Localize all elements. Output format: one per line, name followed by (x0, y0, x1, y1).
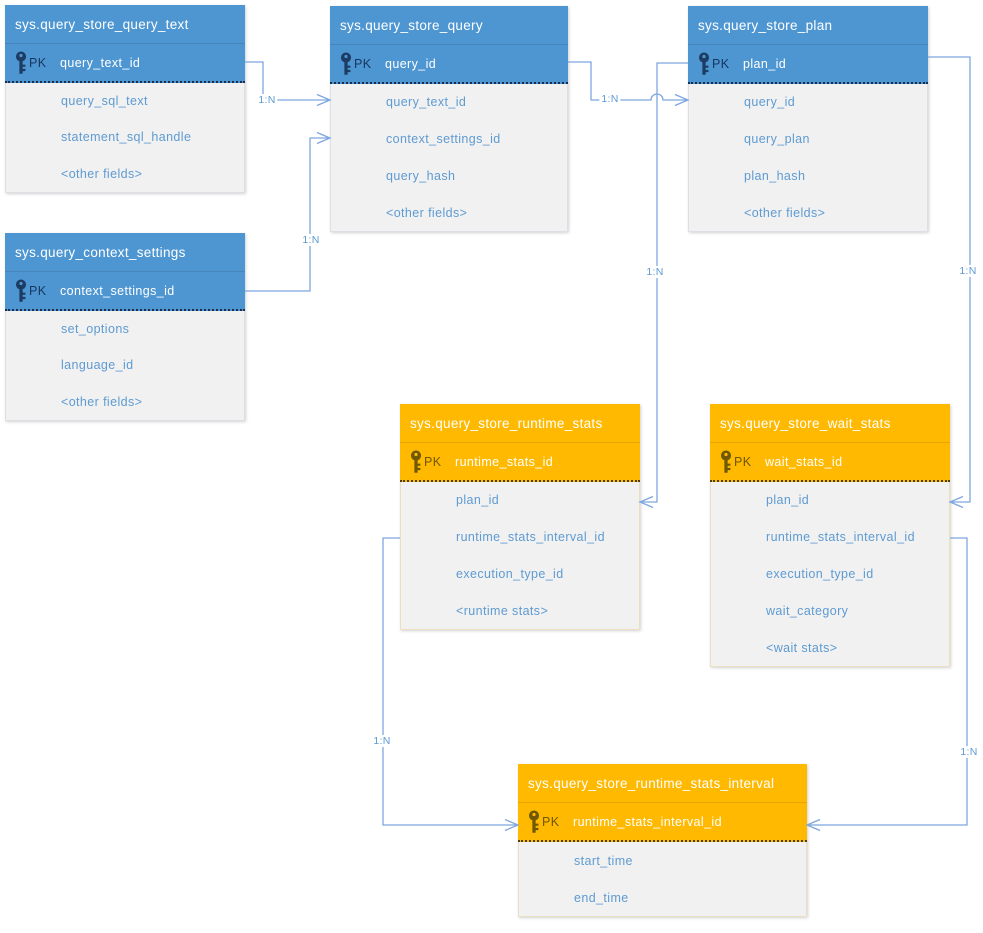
table-fields: query_text_id context_settings_id query_… (330, 84, 568, 232)
pk-label: PK (734, 454, 752, 469)
pk-row: PK query_id (330, 45, 568, 84)
pk-field-name: query_id (385, 56, 437, 71)
relationship-label: 1:N (957, 265, 979, 277)
pk-field-name: context_settings_id (60, 283, 175, 298)
field-row: plan_id (456, 493, 500, 508)
pk-field-name: plan_id (743, 56, 787, 71)
table-sys-query-store-wait-stats[interactable]: sys.query_store_wait_stats PK wait_stats… (710, 404, 950, 667)
field-row: runtime_stats_interval_id (766, 530, 915, 545)
table-title: sys.query_store_runtime_stats_interval (518, 764, 807, 803)
field-row: query_plan (744, 132, 810, 147)
connector-plan-to-runtime-stats (638, 62, 688, 509)
table-fields: set_options language_id <other fields> (5, 311, 245, 421)
field-row: wait_category (766, 603, 849, 618)
field-row: query_id (744, 95, 796, 110)
table-fields: plan_id runtime_stats_interval_id execut… (710, 482, 950, 667)
pk-row: PK wait_stats_id (710, 443, 950, 482)
table-title: sys.query_store_runtime_stats (400, 404, 640, 443)
relationship-label: 1:N (599, 93, 621, 105)
table-fields: query_sql_text statement_sql_handle <oth… (5, 83, 245, 193)
field-row: language_id (61, 358, 134, 373)
field-row: execution_type_id (456, 566, 564, 581)
field-row: query_hash (386, 168, 456, 183)
field-row: context_settings_id (386, 132, 501, 147)
key-icon (720, 449, 732, 473)
key-icon (410, 449, 422, 473)
pk-row: PK runtime_stats_id (400, 443, 640, 482)
table-title: sys.query_context_settings (5, 233, 245, 272)
field-row: <other fields> (744, 205, 826, 220)
table-title: sys.query_store_wait_stats (710, 404, 950, 443)
field-row: <other fields> (61, 166, 143, 181)
relationship-label: 1:N (300, 234, 322, 246)
table-sys-query-store-query-text[interactable]: sys.query_store_query_text PK query_text… (5, 5, 245, 193)
relationship-label: 1:N (644, 266, 666, 278)
table-title: sys.query_store_plan (688, 6, 928, 45)
field-row: <other fields> (61, 394, 143, 409)
relationship-label: 1:N (958, 746, 980, 758)
key-icon (698, 51, 710, 75)
pk-label: PK (542, 814, 560, 829)
field-row: execution_type_id (766, 566, 874, 581)
table-sys-query-store-runtime-stats-interval[interactable]: sys.query_store_runtime_stats_interval P… (518, 764, 807, 917)
field-row: statement_sql_handle (61, 130, 192, 145)
table-sys-query-store-plan[interactable]: sys.query_store_plan PK plan_id query_id… (688, 6, 928, 232)
connector-context-settings-to-query (245, 131, 332, 292)
field-row: plan_id (766, 493, 810, 508)
field-row: <other fields> (386, 205, 468, 220)
pk-field-name: query_text_id (60, 55, 141, 70)
field-row: query_sql_text (61, 94, 148, 109)
pk-row: PK query_text_id (5, 44, 245, 83)
pk-field-name: wait_stats_id (765, 454, 843, 469)
field-row: plan_hash (744, 168, 806, 183)
pk-row: PK runtime_stats_interval_id (518, 803, 807, 842)
relationship-label: 1:N (371, 735, 393, 747)
pk-label: PK (29, 283, 47, 298)
field-row: query_text_id (386, 95, 467, 110)
key-icon (340, 51, 352, 75)
pk-field-name: runtime_stats_interval_id (573, 814, 722, 829)
field-row: <runtime stats> (456, 603, 549, 618)
pk-row: PK context_settings_id (5, 272, 245, 311)
table-sys-query-store-query[interactable]: sys.query_store_query PK query_id query_… (330, 6, 568, 232)
pk-label: PK (354, 56, 372, 71)
field-row: end_time (574, 890, 629, 905)
table-sys-query-context-settings[interactable]: sys.query_context_settings PK context_se… (5, 233, 245, 421)
key-icon (528, 809, 540, 833)
field-row: start_time (574, 853, 633, 868)
pk-label: PK (424, 454, 442, 469)
relationship-label: 1:N (256, 94, 278, 106)
pk-label: PK (712, 56, 730, 71)
key-icon (15, 278, 27, 302)
table-fields: plan_id runtime_stats_interval_id execut… (400, 482, 640, 630)
table-fields: query_id query_plan plan_hash <other fie… (688, 84, 928, 232)
pk-row: PK plan_id (688, 45, 928, 84)
table-title: sys.query_store_query (330, 6, 568, 45)
pk-label: PK (29, 55, 47, 70)
table-title: sys.query_store_query_text (5, 5, 245, 44)
field-row: <wait stats> (766, 640, 838, 655)
field-row: runtime_stats_interval_id (456, 530, 605, 545)
key-icon (15, 50, 27, 74)
pk-field-name: runtime_stats_id (455, 454, 554, 469)
table-sys-query-store-runtime-stats[interactable]: sys.query_store_runtime_stats PK runtime… (400, 404, 640, 630)
connector-query-to-plan (568, 61, 690, 107)
field-row: set_options (61, 322, 130, 337)
table-fields: start_time end_time (518, 842, 807, 917)
